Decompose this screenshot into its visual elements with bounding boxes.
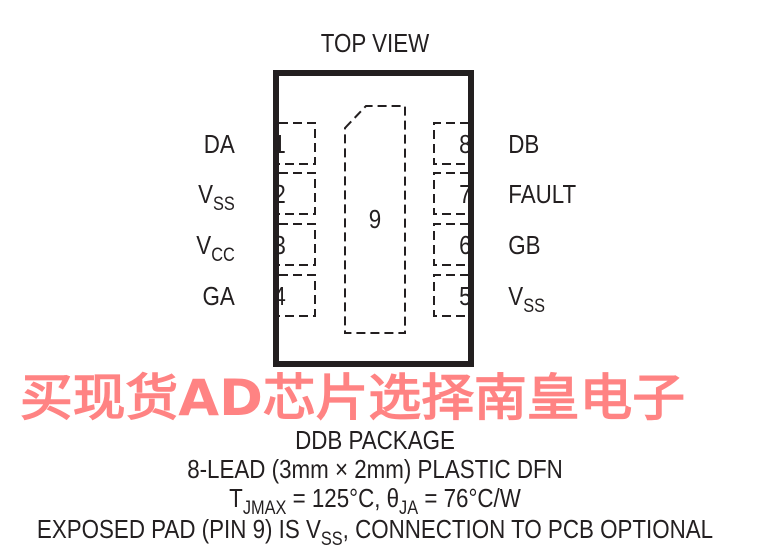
pin-number: 4: [273, 282, 285, 311]
exposed-pad-note: EXPOSED PAD (PIN 9) IS VSS, CONNECTION T…: [37, 515, 713, 549]
exposed-pad-number: 9: [369, 205, 381, 234]
pin-label-vss-right: VSS: [508, 282, 545, 316]
pin-label-gb: GB: [508, 231, 540, 260]
pin-label-fault: FAULT: [508, 180, 576, 209]
pin-number: 2: [273, 180, 285, 209]
pin-label-vss: VSS: [198, 180, 235, 214]
pin-number: 5: [459, 282, 471, 311]
right-pads: [433, 122, 469, 317]
package-outline: [273, 70, 474, 367]
left-pads: [279, 122, 316, 317]
pin-label-ga: GA: [203, 282, 236, 311]
top-view-title: TOP VIEW: [321, 29, 430, 58]
pin-label-vcc: VCC: [196, 231, 235, 265]
package-name: DDB PACKAGE: [295, 426, 455, 455]
pin-number: 7: [459, 180, 471, 209]
pin-number: 6: [459, 231, 471, 260]
thermal-spec: TJMAX = 125°C, θJA = 76°C/W: [229, 484, 521, 518]
pin-number: 3: [273, 231, 285, 260]
pin-number: 1: [273, 130, 285, 159]
package-description: 8-LEAD (3mm × 2mm) PLASTIC DFN: [187, 455, 563, 484]
pin-label-da: DA: [204, 130, 236, 159]
pin-number: 8: [459, 130, 471, 159]
watermark: 买现货AD芯片选择南皇电子: [20, 369, 685, 427]
exposed-pad: [344, 105, 406, 334]
pin-label-db: DB: [508, 130, 539, 159]
